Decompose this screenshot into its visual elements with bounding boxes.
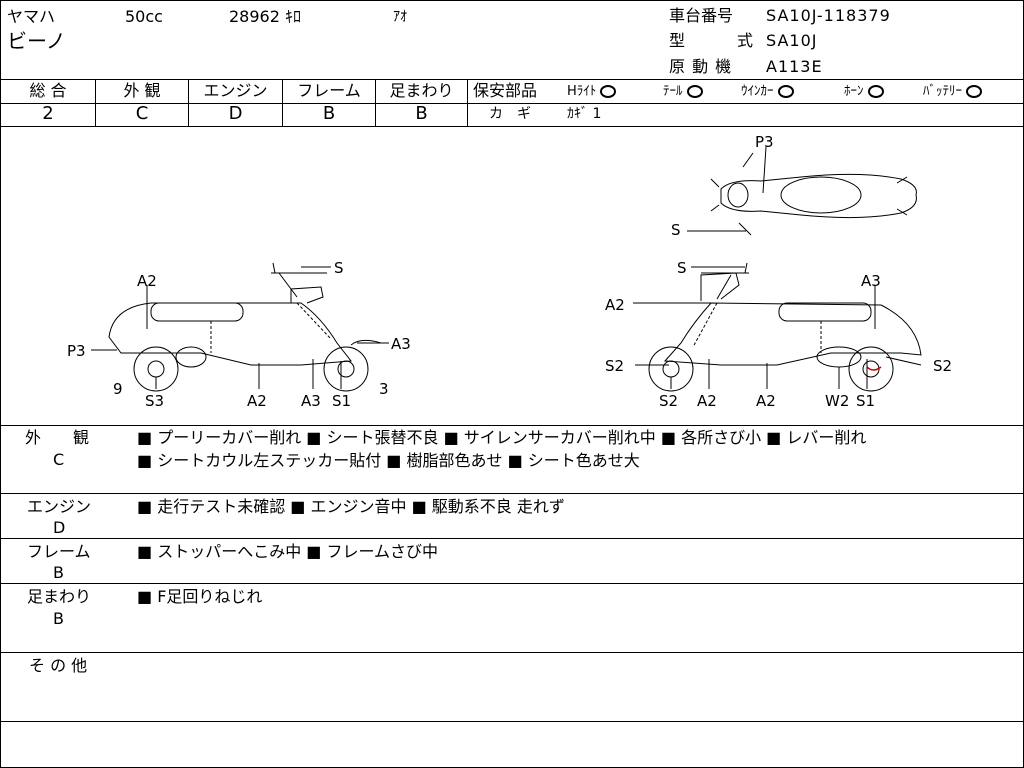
type: SA10J [766,31,818,50]
safety-item-battery: ﾊﾞｯﾃﾘｰ [923,83,982,101]
remark-label-engine: エンジン [27,497,92,516]
grade-header-frame: フレーム [297,81,361,100]
remark-suspension-line-1: ■ F足回りねじれ [137,587,263,606]
top-label-p3: P3 [755,133,774,151]
remark-label-frame: フレーム [27,542,91,561]
left-label-a2-bottom: A2 [247,392,267,410]
right-label-a2-bottom-2: A2 [756,392,776,410]
grade-header-engine: エンジン [203,81,268,100]
remark-grade-frame: B [53,563,64,582]
left-label-s: S [334,259,344,277]
remark-label-exterior: 外 観 [25,428,90,447]
maker: ヤマハ [7,7,56,26]
key-value: ｶｷﾞ 1 [567,106,602,122]
frame-no-label: 車台番号 [669,6,734,25]
remark-label-suspension: 足まわり [27,587,92,606]
left-label-s3: S3 [145,392,164,410]
right-label-a2-bottom-1: A2 [697,392,717,410]
left-label-9: 9 [113,380,123,398]
right-label-a2-top: A2 [605,296,625,314]
grade-header-exterior: 外 観 [123,81,161,100]
ok-mark-icon [777,85,794,98]
mileage: 28962 ｷﾛ [229,7,301,26]
safety-item-horn: ﾎｰﾝ [844,83,884,101]
right-label-s2-right: S2 [933,357,952,375]
safety-item-tail: ﾃｰﾙ [663,83,703,101]
remark-grade-suspension: B [53,609,64,628]
remark-exterior-line-1: ■ プーリーカバー削れ ■ シート張替不良 ■ サイレンサーカバー削れ中 ■ 各… [137,428,867,447]
left-label-p3: P3 [67,342,86,360]
color: ｱｵ [393,9,407,25]
right-label-s2-bottom: S2 [659,392,678,410]
safety-label: 保安部品 [473,81,538,100]
grade-overall: 2 [42,103,54,124]
engine-label: 原 動 機 [669,57,733,76]
type-label-1: 型 [669,31,686,50]
remark-exterior-line-2: ■ シートカウル左ステッカー貼付 ■ 樹脂部色あせ ■ シート色あせ大 [137,451,640,470]
right-label-w2: W2 [825,392,849,410]
type-label-2: 式 [737,31,754,50]
top-label-s: S [671,221,681,239]
safety-item-winker: ｳｲﾝｶｰ [741,83,794,101]
model-name: ビーノ [7,29,66,53]
remark-label-other: そ の 他 [29,656,88,675]
frame-no: SA10J-118379 [766,6,891,25]
safety-item-headlight: Hﾗｲﾄ [567,83,617,101]
scooter-left-view [91,262,389,392]
right-label-s2-left: S2 [605,357,624,375]
left-label-s1: S1 [332,392,351,410]
grade-suspension: B [415,103,428,124]
ok-mark-icon [686,85,703,98]
grade-header-overall: 総 合 [29,81,67,100]
damage-diagram: P3 S S A2 P3 A3 9 3 S3 A2 A3 S1 S A3 A2 … [67,133,952,410]
engine: A113E [766,57,823,76]
remark-grade-exterior: C [53,450,65,469]
key-label: カ ギ [489,106,531,122]
right-label-s1: S1 [856,392,875,410]
grade-frame: B [322,103,336,124]
remark-grade-engine: D [53,518,66,537]
ok-mark-icon [600,85,617,98]
displacement: 50cc [125,7,163,26]
scooter-top-view [687,146,917,236]
left-label-3: 3 [379,380,389,398]
scooter-right-view [633,262,922,392]
ok-mark-icon [867,85,884,98]
remark-engine-line-1: ■ 走行テスト未確認 ■ エンジン音中 ■ 駆動系不良 走れず [137,497,565,516]
left-label-a2-top: A2 [137,272,157,290]
ok-mark-icon [966,85,982,98]
grade-header-suspension: 足まわり [389,81,454,100]
right-label-a3: A3 [861,272,881,290]
grade-engine: D [228,103,243,124]
left-label-a3-bottom: A3 [301,392,321,410]
left-label-a3-right: A3 [391,335,411,353]
right-label-s: S [677,259,687,277]
remark-frame-line-1: ■ ストッパーへこみ中 ■ フレームさび中 [137,542,439,561]
grade-exterior: C [135,103,149,124]
